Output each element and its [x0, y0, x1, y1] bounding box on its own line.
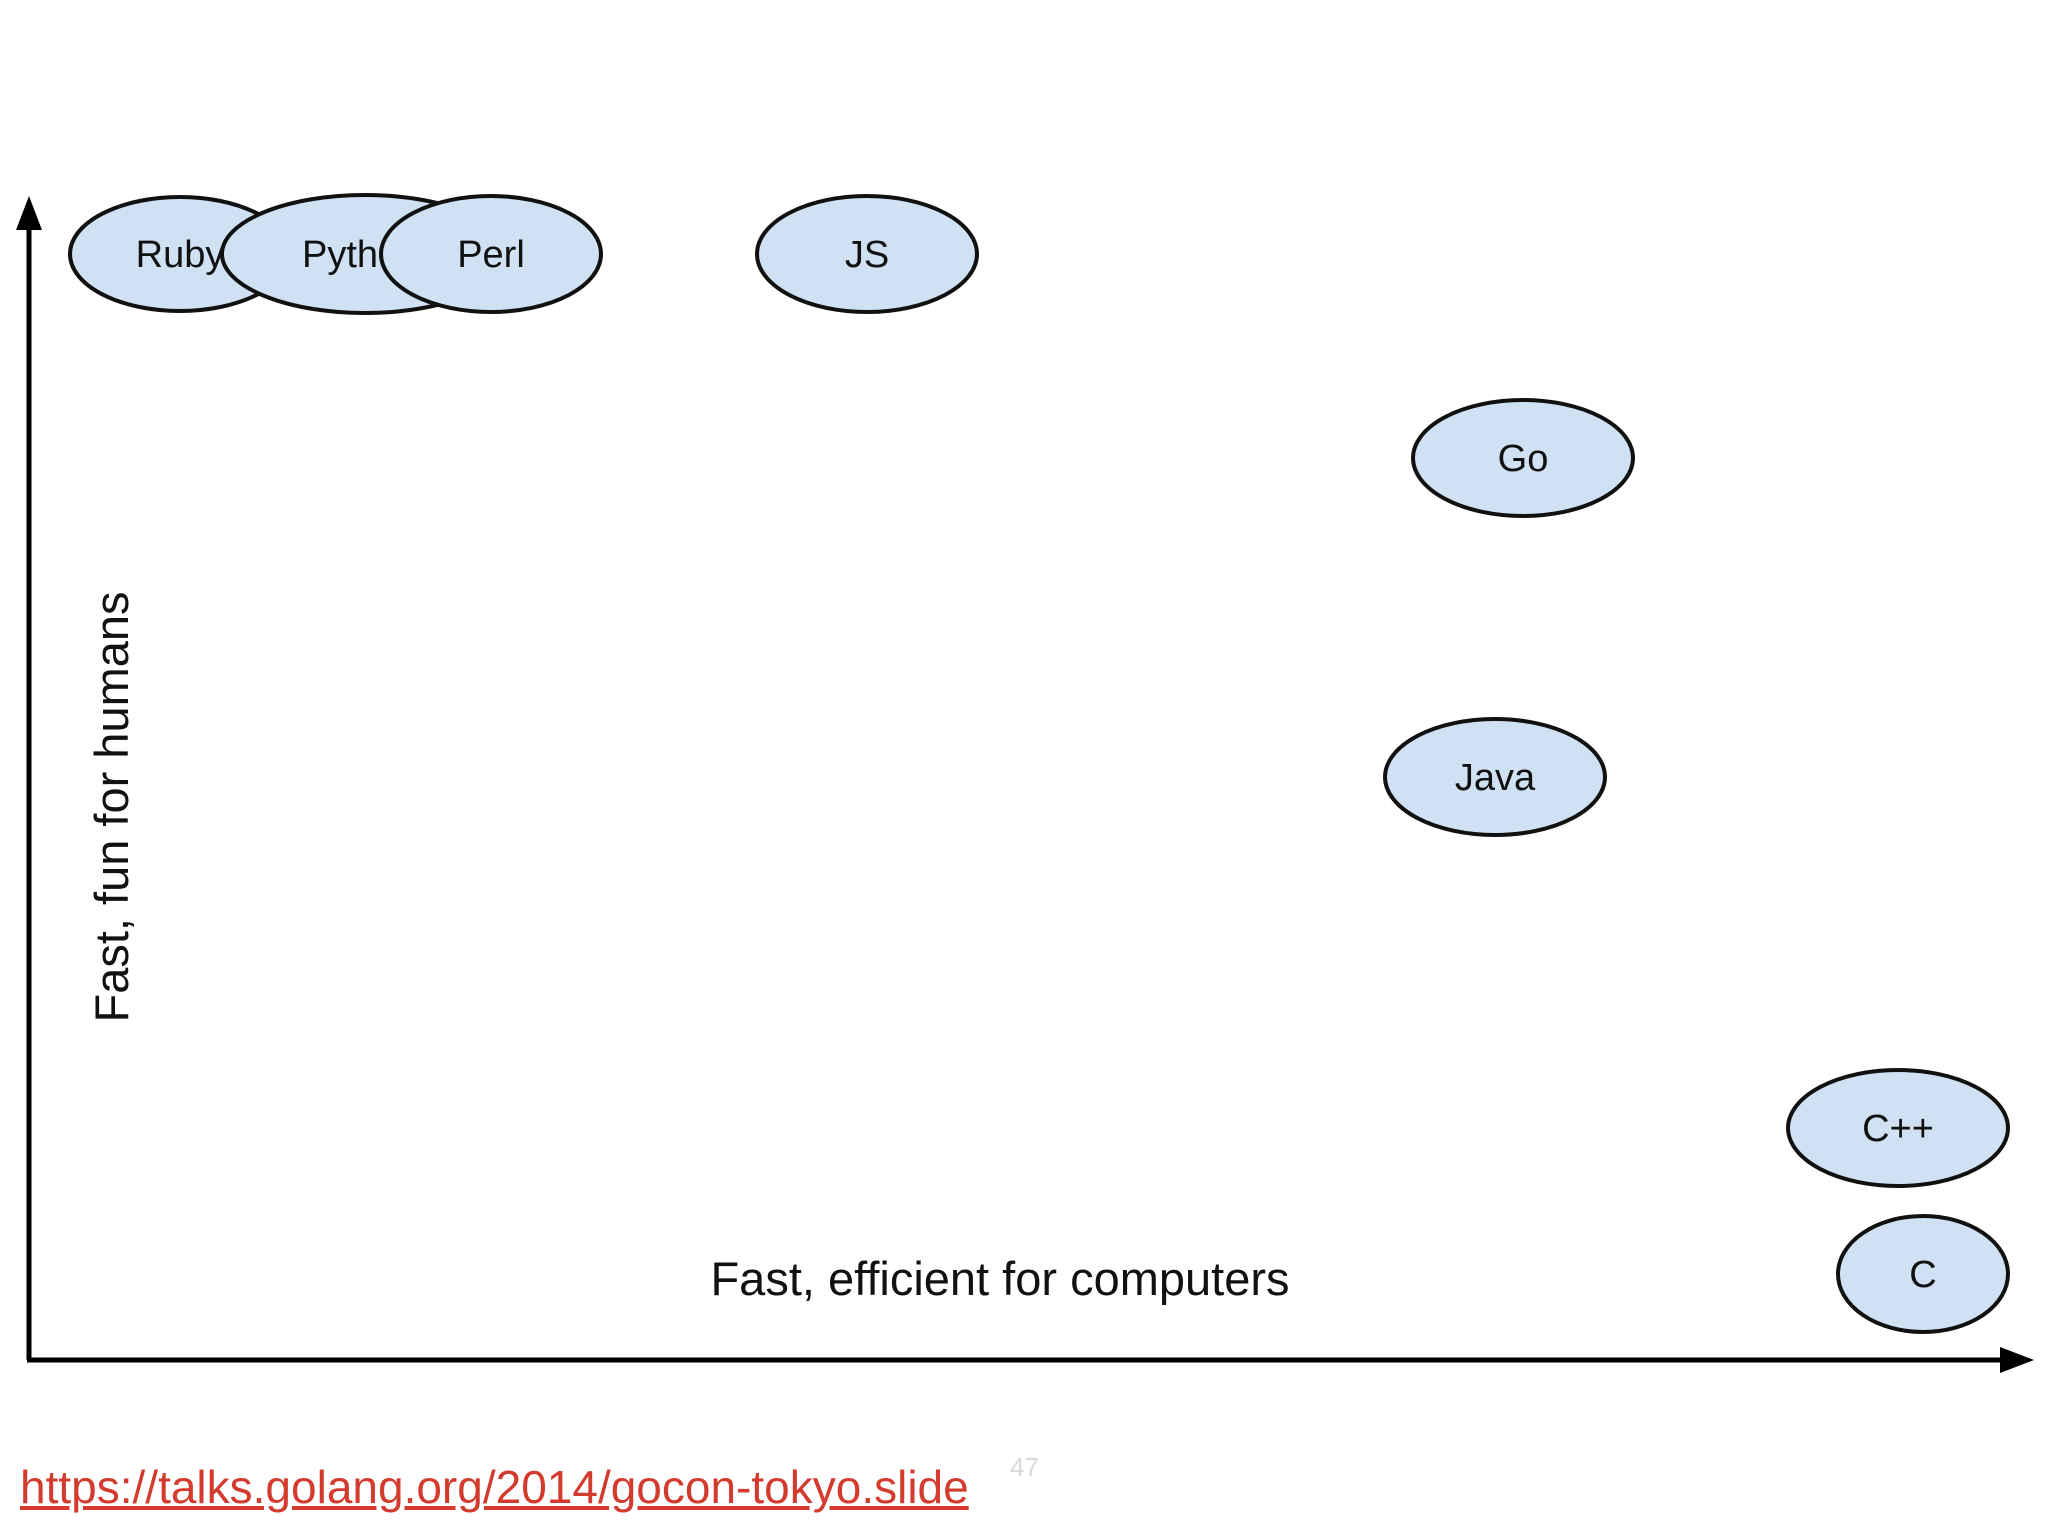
x-axis-arrow-icon [2000, 1347, 2034, 1373]
source-link[interactable]: https://talks.golang.org/2014/gocon-toky… [20, 1461, 969, 1513]
x-axis-label: Fast, efficient for computers [710, 1252, 1289, 1305]
bubble-label: Ruby [136, 234, 225, 276]
y-axis-arrow-icon [16, 196, 42, 230]
bubble-label: C++ [1862, 1108, 1934, 1150]
bubble-cpp: C++ [1786, 1068, 2010, 1188]
bubble-label: Go [1498, 438, 1549, 480]
slide-number: 47 [1010, 1452, 1039, 1482]
bubble-java: Java [1383, 717, 1607, 837]
bubble-perl: Perl [379, 194, 603, 314]
bubble-js: JS [755, 194, 979, 314]
bubble-label: Perl [457, 234, 525, 276]
bubble-label: Pyth [302, 234, 378, 276]
bubble-label: JS [845, 234, 889, 276]
bubble-label: C [1909, 1254, 1936, 1296]
bubble-ruby: Ruby [68, 195, 292, 313]
y-axis-label: Fast, fun for humans [85, 591, 138, 1022]
bubble-label: Java [1455, 757, 1536, 799]
bubble-go: Go [1411, 398, 1635, 518]
bubble-c: C [1836, 1214, 2010, 1334]
